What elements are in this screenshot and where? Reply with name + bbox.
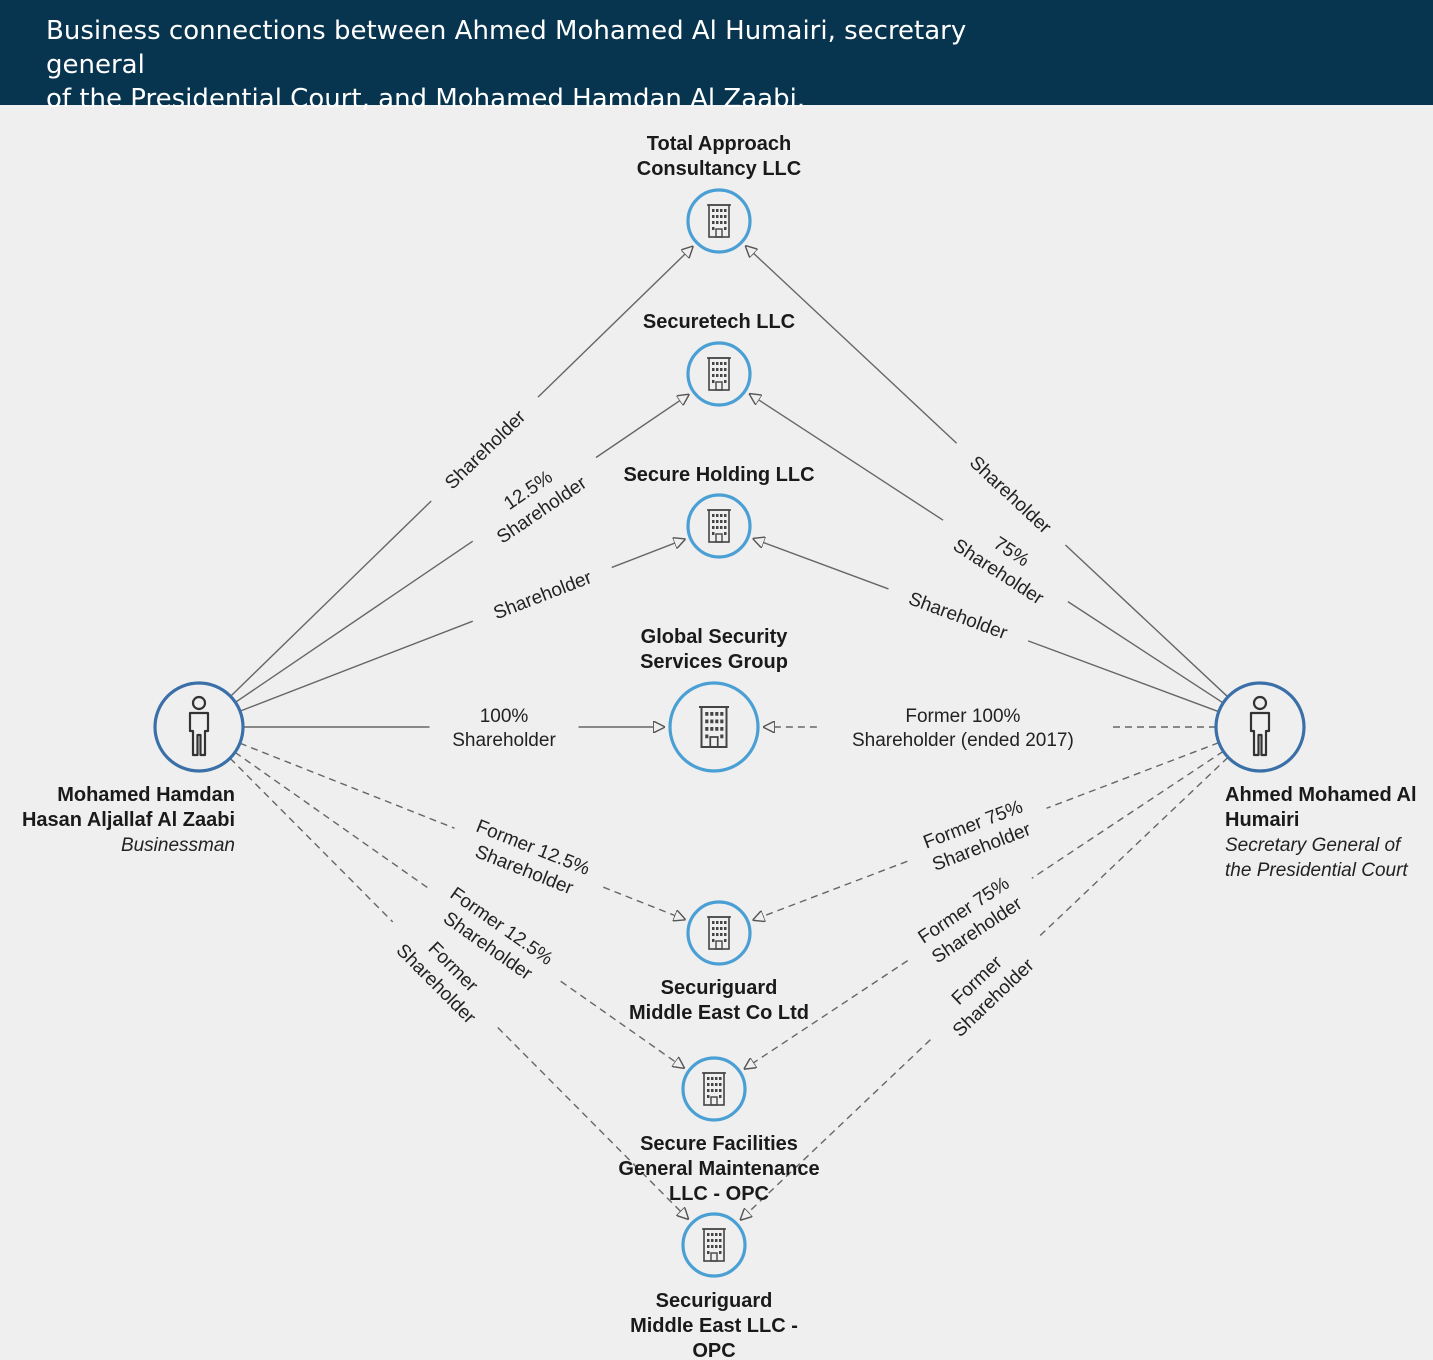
company-name-line: Securetech LLC — [643, 311, 795, 333]
company-name-line: Services Group — [640, 651, 788, 673]
edge-label-text: Shareholder — [906, 588, 1011, 644]
edge-line-right-securetech — [1067, 601, 1224, 704]
person-name-line: Mohamed Hamdan — [57, 784, 235, 806]
edge-label-text: Shareholder (ended 2017) — [852, 730, 1074, 751]
edge-arrow-left-securiguard-me-llc — [497, 1027, 688, 1218]
company-name-line: Securiguard — [656, 1290, 773, 1312]
person-name-line: Ahmed Mohamed Al — [1225, 784, 1417, 806]
company-name-line: Secure Holding LLC — [623, 464, 814, 486]
edge-label-text: Shareholder — [965, 452, 1055, 539]
edge-line-right-securiguard-me-co — [1046, 742, 1220, 809]
edge-line-right-securiguard-me-llc — [1038, 756, 1229, 938]
edge-arrow-right-secure-holding — [754, 539, 889, 590]
edge-arrow-left-total-approach — [537, 247, 692, 398]
edge-label-right-securiguard-me-co: Former 75%Shareholder — [921, 797, 1035, 876]
edge-arrow-left-securiguard-me-co — [603, 886, 684, 919]
edge-line-left-secure-facilities — [234, 751, 431, 890]
title-line-2: of the Presidential Court, and Mohamed H… — [46, 84, 806, 114]
edge-line-left-securetech — [235, 540, 474, 703]
company-name-line: OPC — [692, 1340, 735, 1360]
company-name-line: Securiguard — [661, 977, 778, 999]
company-name-line: LLC - OPC — [669, 1183, 769, 1205]
edge-label-text: Former 100% — [905, 706, 1020, 727]
company-name-line: Secure Facilities — [640, 1133, 798, 1155]
edge-label-left-securiguard-me-co: Former 12.5%Shareholder — [472, 816, 593, 899]
company-node-securetech[interactable]: Securetech LLC — [643, 311, 795, 407]
company-name-line: General Maintenance — [618, 1158, 819, 1180]
edge-arrow-right-total-approach — [746, 246, 958, 444]
company-name-line: Middle East LLC - — [630, 1315, 798, 1337]
edge-label-left-secure-holding: Shareholder — [491, 567, 596, 624]
person-role: Secretary General of — [1225, 835, 1402, 856]
edge-label-right-secure-holding: Shareholder — [906, 588, 1011, 644]
edge-line-left-securiguard-me-co — [239, 742, 455, 829]
edge-arrow-left-secure-holding — [611, 539, 685, 569]
edge-line-left-securiguard-me-llc — [229, 757, 394, 923]
edge-line-right-secure-facilities — [1031, 750, 1224, 879]
edge-label-left-global-security: 100% Shareholder — [452, 706, 556, 751]
edge-label-left-securetech: 12.5%Shareholder — [493, 467, 591, 548]
edge-arrow-left-securetech — [595, 395, 688, 459]
edge-label-text: 100% — [480, 706, 529, 727]
person-role: Businessman — [121, 835, 235, 856]
company-name-line: Middle East Co Ltd — [629, 1002, 809, 1024]
edge-line-right-total-approach — [1064, 544, 1229, 698]
person-name-line: Hasan Aljallaf Al Zaabi — [22, 809, 235, 831]
company-node-secure-holding[interactable]: Secure Holding LLC — [623, 464, 815, 559]
header-banner: Business connections between Ahmed Moham… — [0, 0, 1433, 114]
person-name-line: Humairi — [1225, 809, 1299, 831]
edge-line-left-total-approach — [230, 500, 432, 697]
edge-label-text: Shareholder — [452, 730, 556, 751]
edge-label-right-global-security: Former 100% Shareholder (ended 2017) — [852, 706, 1074, 751]
company-name-line: Total Approach — [647, 133, 791, 155]
title-line-1: Business connections between Ahmed Moham… — [46, 16, 967, 80]
person-role: the Presidential Court — [1225, 860, 1408, 881]
edge-line-left-secure-holding — [239, 620, 474, 712]
edge-arrow-right-securetech — [750, 394, 944, 521]
edge-arrow-right-securiguard-me-llc — [741, 1039, 931, 1220]
edge-label-right-secure-facilities: Former 75%Shareholder — [915, 873, 1027, 968]
edges-layer — [229, 246, 1229, 1220]
edge-label-text: Shareholder — [441, 406, 530, 494]
edge-label-left-total-approach: Shareholder — [441, 406, 530, 494]
company-name-line: Consultancy LLC — [637, 158, 801, 180]
diagram-title: Business connections between Ahmed Moham… — [46, 14, 1026, 116]
edge-arrow-left-secure-facilities — [560, 980, 684, 1067]
edge-arrow-right-securiguard-me-co — [754, 860, 908, 920]
edge-label-text: Shareholder — [491, 567, 596, 624]
edge-line-right-secure-holding — [1027, 640, 1219, 713]
edge-arrow-right-secure-facilities — [745, 960, 909, 1069]
company-name-line: Global Security — [641, 626, 789, 648]
edge-label-right-total-approach: Shareholder — [965, 452, 1055, 539]
